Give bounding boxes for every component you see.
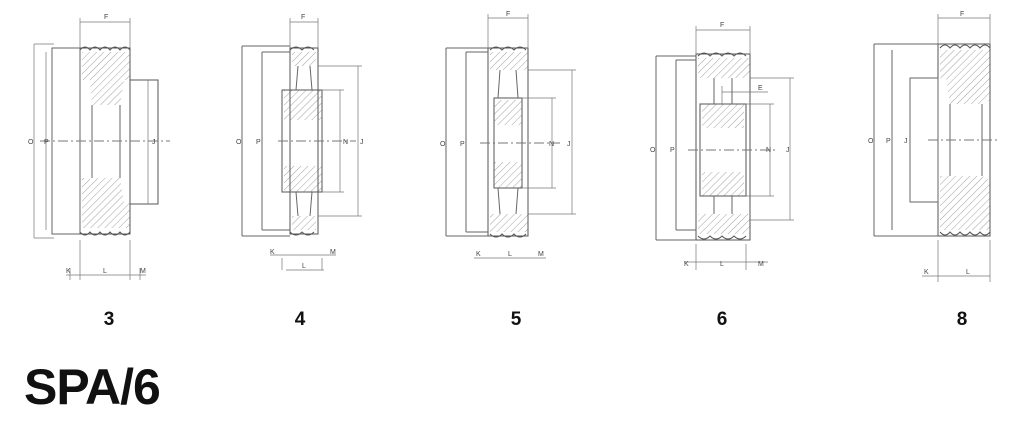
hatched-section xyxy=(698,58,750,234)
pulley-drawings: F O P J K L M F O P N J K L M F O P N J … xyxy=(28,11,1000,282)
drawing-type-8 xyxy=(873,14,1000,282)
dim-lines xyxy=(474,14,576,259)
dim-label-L: L xyxy=(966,269,970,276)
dim-label-O: O xyxy=(440,141,446,148)
dim-label-J: J xyxy=(360,139,364,146)
hatched-section xyxy=(940,50,990,230)
hatched-section xyxy=(82,52,130,228)
grooves xyxy=(939,44,991,236)
grooves xyxy=(489,46,527,238)
dim-label-M: M xyxy=(330,249,336,256)
dim-label-J: J xyxy=(904,138,908,145)
dim-lines xyxy=(33,18,149,280)
drawing-type-4 xyxy=(241,18,362,271)
dim-label-P: P xyxy=(886,138,891,145)
dim-label-F: F xyxy=(301,14,305,21)
dim-label-E: E xyxy=(758,85,763,92)
dim-label-F: F xyxy=(104,14,108,21)
dim-label-P: P xyxy=(44,139,49,146)
dim-label-M: M xyxy=(140,268,146,275)
dim-lines xyxy=(922,14,991,282)
dim-label-P: P xyxy=(460,141,465,148)
variant-label-8: 8 xyxy=(956,309,968,330)
grooves xyxy=(79,46,131,236)
dim-lines xyxy=(270,18,362,271)
dim-label-L: L xyxy=(103,268,107,275)
variant-label-4: 4 xyxy=(294,309,306,330)
variant-label-6: 6 xyxy=(716,309,728,330)
dim-label-J: J xyxy=(786,147,790,154)
dim-label-P: P xyxy=(670,147,675,154)
rim xyxy=(487,47,529,237)
page-title: SPA/6 xyxy=(24,359,161,415)
dim-label-M: M xyxy=(758,261,764,268)
dim-label-O: O xyxy=(236,139,242,146)
dim-label-J: J xyxy=(567,141,571,148)
dim-label-L: L xyxy=(302,263,306,270)
hub xyxy=(129,79,159,205)
dim-label-F: F xyxy=(720,22,724,29)
dim-label-M: M xyxy=(538,251,544,258)
dim-label-O: O xyxy=(868,138,874,145)
drawing-type-6 xyxy=(655,26,794,270)
grooves xyxy=(697,52,747,240)
hatched-section xyxy=(490,52,528,232)
dim-label-N: N xyxy=(549,141,554,148)
dim-label-K: K xyxy=(66,268,71,275)
variant-label-3: 3 xyxy=(103,309,115,330)
dim-label-F: F xyxy=(506,11,510,18)
dim-label-N: N xyxy=(766,147,771,154)
dim-label-K: K xyxy=(924,269,929,276)
dim-label-K: K xyxy=(476,251,481,258)
rim xyxy=(695,53,751,241)
dim-label-N: N xyxy=(343,139,348,146)
dim-label-P: P xyxy=(256,139,261,146)
drawing-type-3 xyxy=(33,18,170,280)
dim-label-F: F xyxy=(960,11,964,18)
drawing-type-5 xyxy=(445,14,576,259)
dim-label-K: K xyxy=(684,261,689,268)
dim-label-O: O xyxy=(650,147,656,154)
dim-label-K: K xyxy=(270,249,275,256)
dim-label-O: O xyxy=(28,139,34,146)
dim-label-L: L xyxy=(720,261,724,268)
hatched-section xyxy=(284,52,322,230)
dim-label-J: J xyxy=(152,139,156,146)
variant-label-5: 5 xyxy=(510,309,522,330)
dim-label-L: L xyxy=(508,251,512,258)
dim-lines xyxy=(684,26,794,270)
